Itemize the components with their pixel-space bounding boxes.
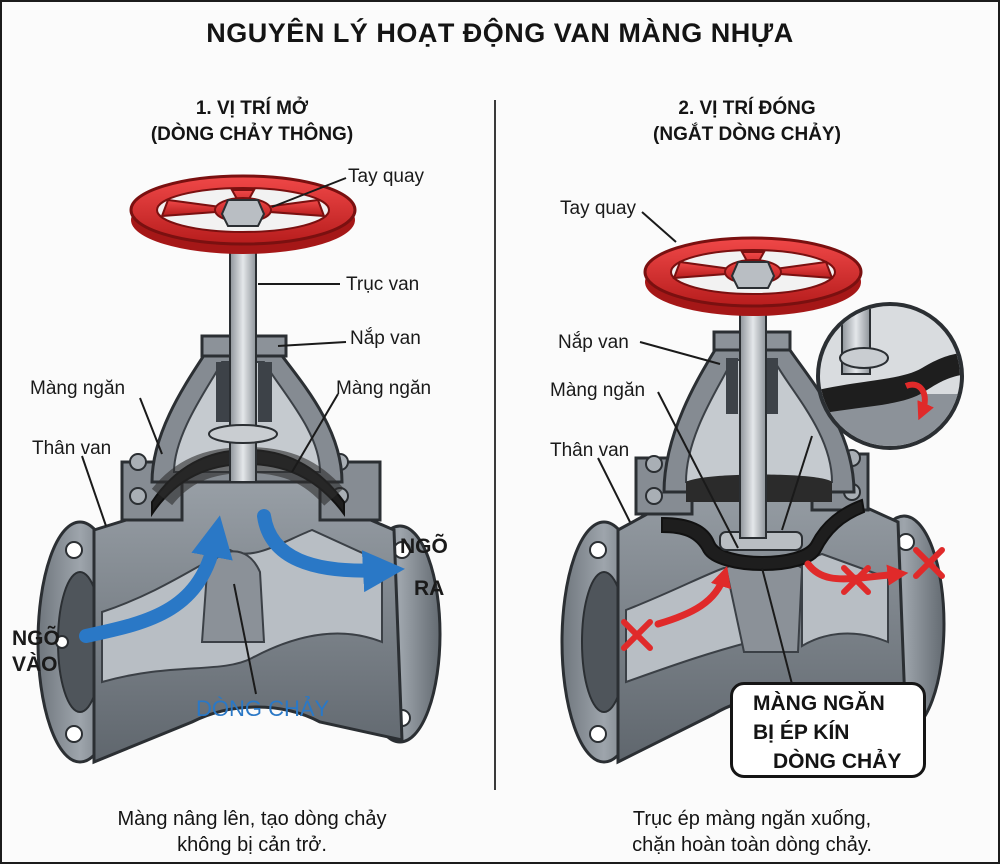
closed-handwheel-label: Tay quay: [560, 198, 637, 219]
closed-body-label: Thân van: [550, 440, 630, 461]
open-diaphragm-left-label: Màng ngăn: [30, 378, 126, 399]
open-handwheel: [129, 174, 357, 254]
closed-heading-line2: (NGẮT DÒNG CHẢY): [653, 124, 841, 145]
open-flow-label: DÒNG CHẢY: [196, 696, 330, 721]
red-x-marker: [841, 565, 871, 595]
closed-bonnet-label: Nắp van: [558, 332, 629, 353]
closed-handwheel: [643, 236, 863, 316]
closed-diaphragm-label: Màng ngăn: [550, 380, 646, 401]
open-caption-line1: Màng nâng lên, tạo dòng chảy: [117, 808, 387, 830]
open-inlet-line1: NGÕ: [12, 627, 60, 650]
callout-line3: DÒNG CHẢY: [773, 750, 902, 773]
closed-heading-line1: 2. VỊ TRÍ ĐÓNG: [678, 98, 816, 119]
open-outlet-line1: NGÕ: [400, 535, 448, 558]
open-valve: [36, 174, 442, 765]
open-body-label: Thân van: [32, 438, 112, 459]
panel-divider: [494, 100, 496, 790]
open-heading-line2: (DÒNG CHẢY THÔNG): [150, 124, 354, 145]
closed-caption-line2: chặn hoàn toàn dòng chảy.: [632, 834, 872, 856]
open-outlet-label: NGÕ RA: [400, 526, 448, 610]
callout-line2: BỊ ÉP KÍN: [753, 721, 850, 744]
closed-valve: [560, 211, 964, 765]
closed-caption: Trục ép màng ngăn xuống, chặn hoàn toàn …: [542, 806, 962, 858]
open-flow-arrow-outlet: [257, 509, 405, 593]
closed-diaphragm: [661, 498, 866, 571]
open-bonnet-label: Nắp van: [350, 328, 421, 349]
closed-flow-arrow-inlet: [654, 565, 731, 628]
red-x-marker: [913, 547, 945, 579]
open-flow-arrow-inlet: [79, 515, 233, 643]
open-inlet-label: NGÕ VÀO: [12, 626, 60, 678]
open-handwheel-label: Tay quay: [348, 166, 425, 187]
closed-caption-line1: Trục ép màng ngăn xuống,: [632, 808, 872, 830]
open-stem-label: Trục van: [346, 274, 420, 295]
page-title: NGUYÊN LÝ HOẠT ĐỘNG VAN MÀNG NHỰA: [206, 18, 794, 48]
open-panel-heading: 1. VỊ TRÍ MỞ (DÒNG CHẢY THÔNG): [62, 96, 442, 148]
closed-panel-heading: 2. VỊ TRÍ ĐÓNG (NGẮT DÒNG CHẢY): [557, 96, 937, 148]
open-outlet-line2: RA: [414, 577, 445, 600]
open-inlet-line2: VÀO: [12, 653, 58, 676]
open-caption: Màng nâng lên, tạo dòng chảy không bị cả…: [42, 806, 462, 858]
open-caption-line2: không bị cản trở.: [177, 834, 327, 856]
open-heading-line1: 1. VỊ TRÍ MỞ: [195, 98, 309, 119]
sealed-callout: MÀNG NGĂN BỊ ÉP KÍN DÒNG CHẢY: [730, 682, 926, 778]
seal-detail-magnifier: [816, 302, 964, 450]
open-diaphragm-right-label: Màng ngăn: [336, 378, 432, 399]
red-x-marker: [621, 619, 653, 651]
callout-line1: MÀNG NGĂN: [753, 692, 885, 715]
